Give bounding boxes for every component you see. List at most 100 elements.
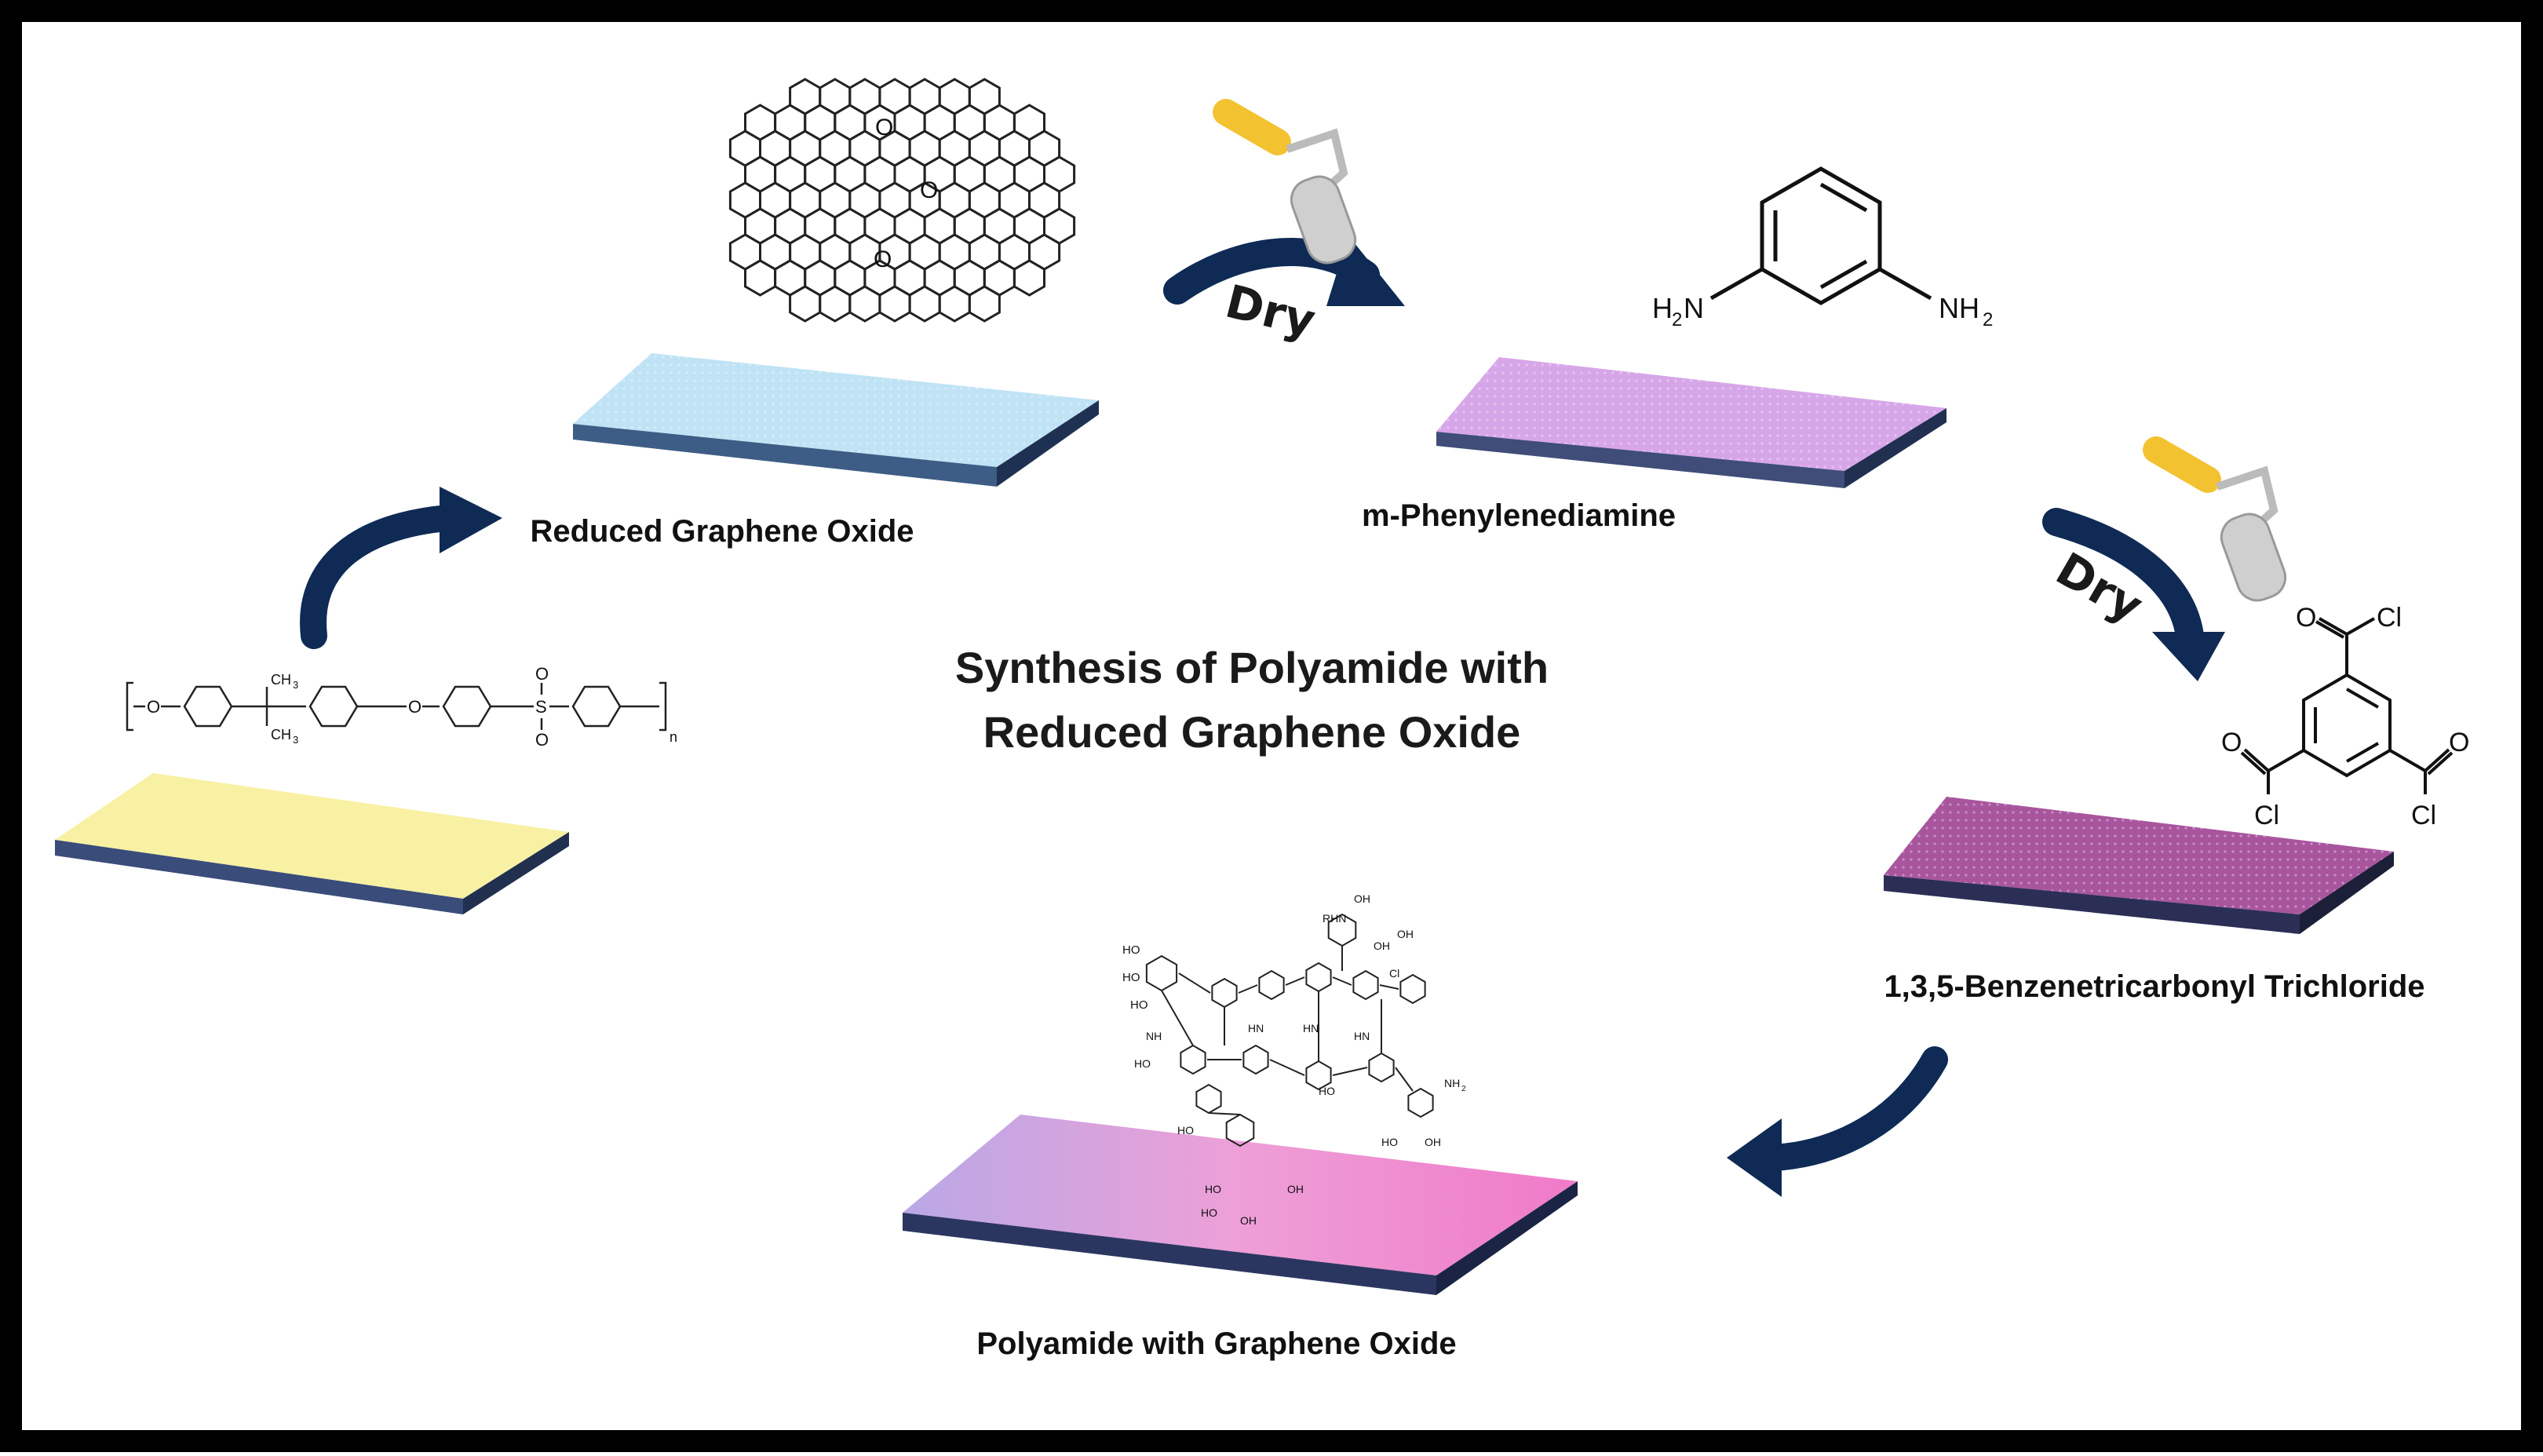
arrow-to-final (1727, 1046, 1948, 1197)
tmc-structure (2240, 617, 2454, 794)
arrow-to-rgo (300, 487, 502, 649)
vanco-ho: HO (1319, 1085, 1335, 1097)
polymer-ch3: CH (271, 727, 291, 743)
polyamide-ring (1305, 962, 1332, 993)
vanco-rhn: RHN (1323, 912, 1346, 925)
rgo-ring (1012, 259, 1045, 297)
vanco-ho: HO (1381, 1136, 1398, 1148)
vanco-cl: Cl (1389, 967, 1399, 980)
rgo-ring (938, 285, 971, 323)
polyamide-bond (1238, 984, 1258, 994)
roller-icon (2143, 436, 2287, 602)
polymer-n: n (669, 729, 677, 745)
rgo-oxygen: O (920, 177, 938, 203)
plate-rgo (573, 353, 1099, 487)
polyamide-ring (1352, 969, 1379, 1001)
polyamide-bond (1379, 984, 1399, 990)
vanco-oh: OH (1374, 940, 1390, 952)
vanco-ho: HO (1177, 1124, 1194, 1137)
plate-mpd-mesh (1436, 357, 1946, 471)
polyamide-bond (1332, 1067, 1368, 1076)
vanco-nh2: NH (1444, 1077, 1460, 1089)
vanco-nh2-sub: 2 (1461, 1085, 1466, 1093)
rgo-ring (848, 285, 881, 323)
rgo-ring (968, 285, 1001, 323)
plate-rgo-edge (573, 424, 997, 487)
rgo-ring (878, 285, 911, 323)
polyamide-ring (1407, 1087, 1434, 1118)
plate-substrate (55, 773, 569, 914)
label-mpd: m-Phenylenediamine (1362, 498, 1676, 533)
polyamide-bond (1161, 990, 1194, 1046)
mpd-structure: H 2 N NH 2 (1652, 166, 1993, 330)
plate-tmc-mesh (1884, 797, 2394, 914)
plate-final-side (1436, 1181, 1578, 1295)
vanco-nh: NH (1146, 1030, 1162, 1042)
rgo-ring (819, 285, 852, 323)
polyamide-bond (1395, 1067, 1414, 1092)
vanco-ho: HO (1130, 998, 1148, 1012)
rgo-ring (744, 259, 777, 297)
vanco-ho: HO (1122, 971, 1140, 984)
vanco-oh: OH (1425, 1136, 1441, 1148)
rgo-structure (728, 78, 1076, 323)
polymer-o: O (535, 664, 549, 684)
arrow-dry-2 (2042, 508, 2225, 681)
rgo-ring (908, 285, 941, 323)
mpd-nh-sub: 2 (1983, 309, 1993, 330)
vanco-oh: OH (1287, 1183, 1304, 1195)
vanco-ho: HO (1205, 1183, 1221, 1195)
roller-icon (1213, 99, 1357, 265)
rgo-oxygen-atoms: O O O (874, 115, 938, 272)
plate-rgo-side (997, 400, 1099, 487)
tmc-o: O (2221, 728, 2242, 757)
polymer-ch3-sub: 3 (293, 679, 298, 691)
polyamide-bond (1178, 972, 1211, 994)
polymer-s: S (535, 697, 547, 717)
plate-mpd-side (1844, 408, 1946, 488)
tmc-labels: O Cl O Cl O Cl (2221, 603, 2469, 830)
vanco-ho: HO (1134, 1057, 1151, 1070)
mpd-h-sub: 2 (1672, 309, 1682, 330)
plate-mpd (1436, 357, 1946, 488)
plate-final-top (903, 1115, 1578, 1275)
polymer-labels: O O S O O CH 3 CH 3 n (147, 664, 677, 750)
polymer-structure (126, 681, 667, 732)
polymer-ch3-sub: 3 (293, 734, 298, 746)
plate-tmc-edge (1884, 875, 2300, 934)
polyamide-ring (1145, 954, 1178, 992)
polyamide-ring (1399, 973, 1426, 1005)
mpd-n-left: N (1684, 292, 1704, 324)
polyamide-ring (1211, 977, 1238, 1009)
vanco-ho: HO (1122, 943, 1140, 957)
polyamide-ring (1195, 1083, 1222, 1115)
rgo-oxygen: O (875, 115, 893, 140)
tmc-cl: Cl (2411, 801, 2436, 830)
plate-final (903, 1115, 1578, 1295)
plate-rgo-mesh (573, 353, 1099, 467)
plate-substrate-side (463, 832, 569, 914)
polyamide-bond (1332, 976, 1352, 986)
plate-tmc (1884, 797, 2394, 934)
tmc-cl: Cl (2254, 801, 2279, 830)
mpd-h: H (1652, 292, 1673, 324)
dry-label-1: Dry (1220, 275, 1321, 348)
polyamide-ring (1258, 969, 1285, 1001)
vanco-hn: HN (1303, 1022, 1319, 1035)
diagram-title-line2: Reduced Graphene Oxide (983, 707, 1521, 757)
polymer-o: O (408, 697, 421, 717)
plate-mpd-edge (1436, 432, 1844, 488)
diagram-title-line1: Synthesis of Polyamide with (955, 643, 1549, 692)
label-final: Polyamide with Graphene Oxide (976, 1326, 1456, 1361)
vanco-oh: OH (1240, 1214, 1257, 1227)
vanco-oh: OH (1354, 892, 1370, 905)
polymer-ch3: CH (271, 672, 291, 688)
vanco-oh: OH (1397, 928, 1414, 940)
polyamide-ring (1327, 913, 1357, 947)
polyamide-ring (1180, 1044, 1206, 1075)
polyamide-bond (1269, 1059, 1305, 1076)
mpd-nh-right: NH (1939, 292, 1979, 324)
